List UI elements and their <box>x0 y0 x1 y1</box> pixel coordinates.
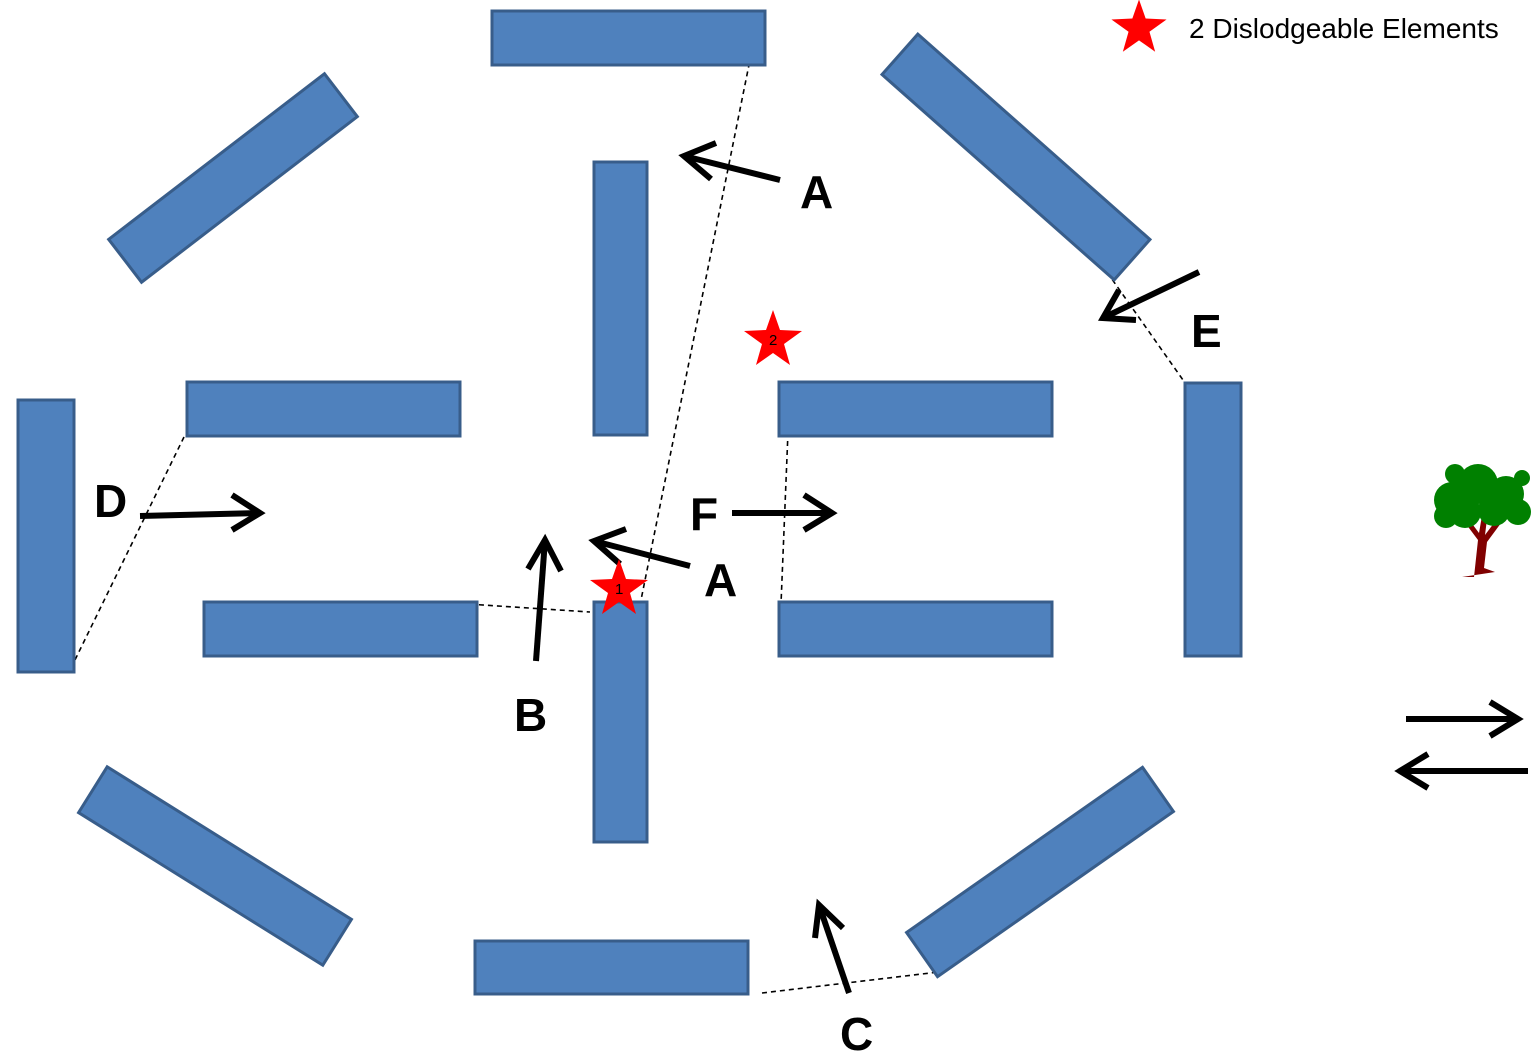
wall-inner-left-bottom <box>202 600 479 658</box>
wall-right-outer <box>1183 381 1243 658</box>
legend-red-star-icon <box>1111 0 1167 52</box>
wall-top <box>490 9 767 67</box>
wall-inner-right-bottom <box>777 600 1054 658</box>
tree-icon <box>1434 464 1531 577</box>
wall-top-right-diagonal <box>879 31 1153 283</box>
wall-bottom <box>473 939 750 996</box>
dislodgeable-element-1: 1 <box>590 559 648 614</box>
label-b: B <box>514 689 547 741</box>
arrow-c <box>812 898 852 994</box>
label-d: D <box>94 475 127 527</box>
label-e: E <box>1191 305 1222 357</box>
dashed-line-left <box>72 436 185 665</box>
route-labels: A A B C D E F <box>94 166 1222 1060</box>
wall-inner-right-top <box>777 380 1054 438</box>
dashed-line-bottom <box>761 970 948 994</box>
walls <box>16 9 1243 996</box>
dashed-line-right-outer <box>1101 264 1184 381</box>
wall-center-upper-vertical <box>592 160 649 437</box>
wall-top-left-diagonal <box>106 71 360 285</box>
red-star-icon <box>590 559 648 614</box>
wall-left-outer <box>16 398 76 674</box>
label-a-center: A <box>704 554 737 606</box>
label-c: C <box>840 1008 873 1060</box>
legend: 2 Dislodgeable Elements <box>1111 0 1499 52</box>
wall-bottom-right-diagonal <box>904 765 1176 979</box>
legend-label: 2 Dislodgeable Elements <box>1189 13 1499 44</box>
arrow-f <box>732 492 838 533</box>
two-way-arrows-icon <box>1394 699 1528 791</box>
arrow-d <box>139 492 266 533</box>
wall-bottom-left-diagonal <box>76 764 354 968</box>
red-star-icon <box>744 310 802 365</box>
dashed-line-top <box>640 44 754 601</box>
dashed-lines <box>72 44 1184 994</box>
star-number: 2 <box>769 332 777 349</box>
dashed-line-right-inner <box>780 431 789 605</box>
dislodgeable-element-2: 2 <box>744 310 802 365</box>
label-f: F <box>690 488 718 540</box>
star-number: 1 <box>615 581 623 598</box>
wall-inner-left-top <box>185 380 462 438</box>
arrow-a-center <box>588 526 691 569</box>
arrows <box>139 140 1528 994</box>
arrow-a-top <box>678 140 781 183</box>
wall-center-lower-vertical <box>592 600 649 844</box>
arrow-e <box>1098 269 1201 323</box>
arrow-b <box>525 533 564 662</box>
label-a-top: A <box>800 166 833 218</box>
